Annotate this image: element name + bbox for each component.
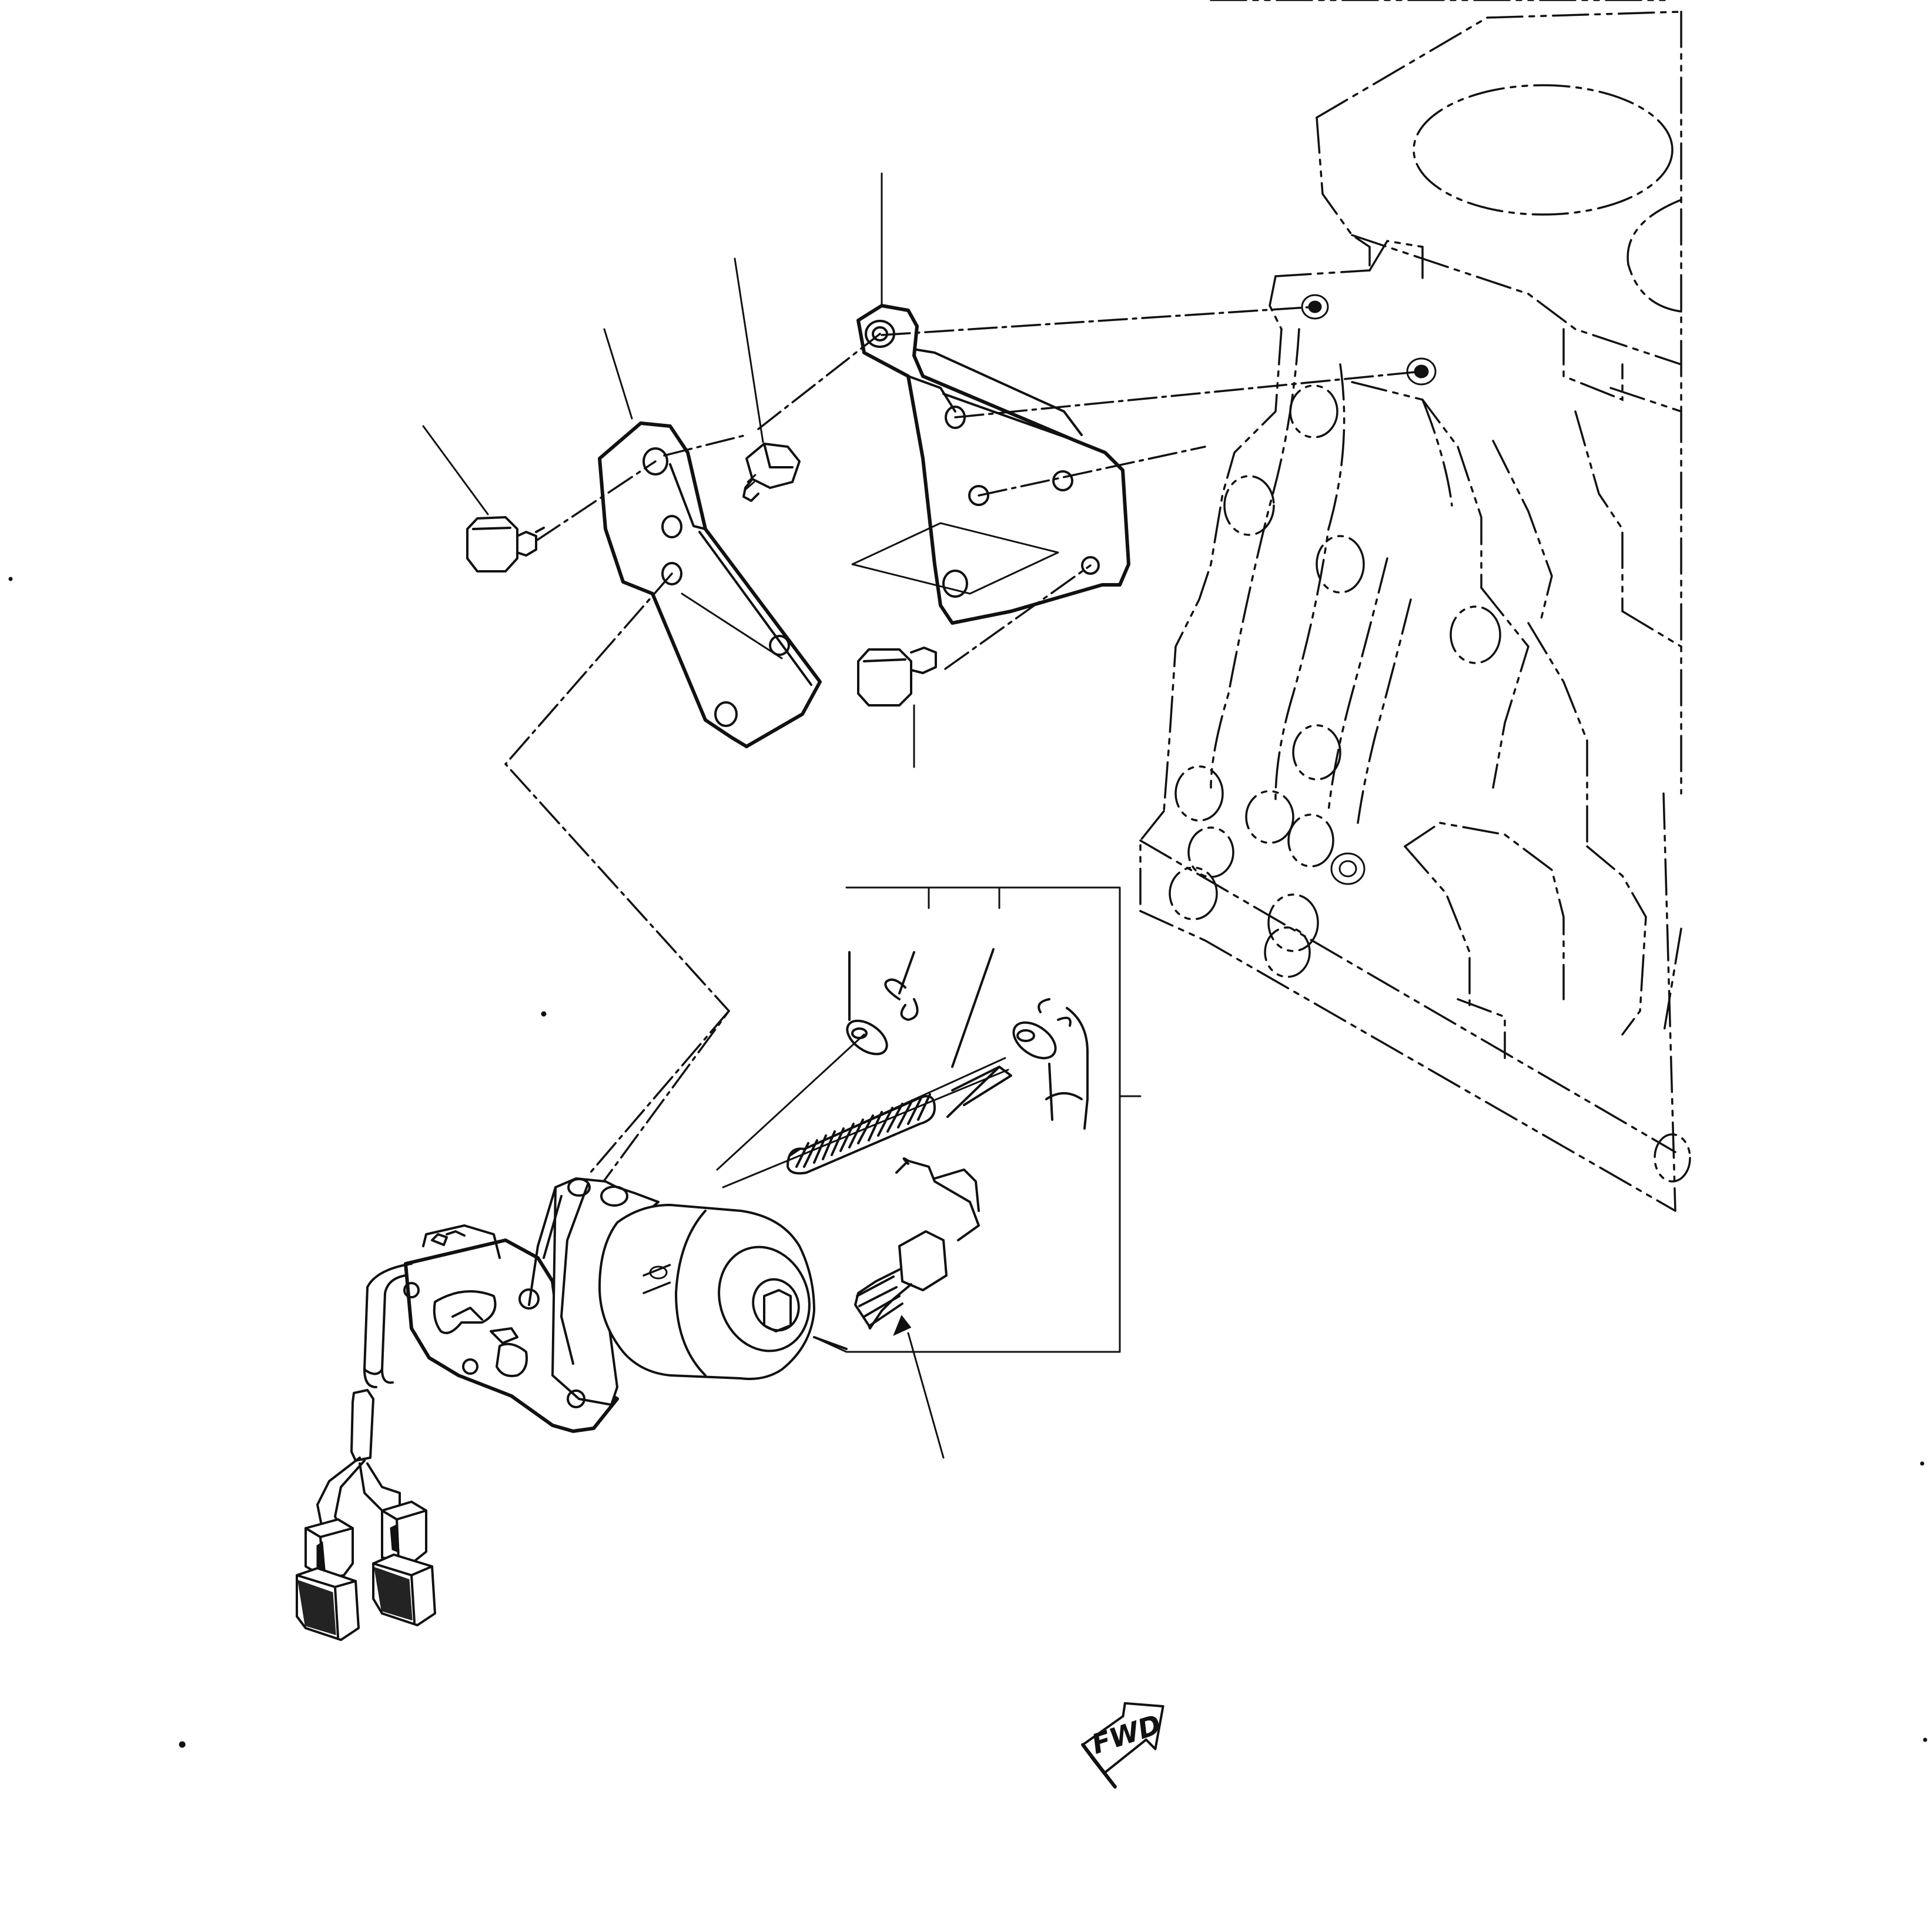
washer-left [846, 1019, 888, 1056]
actuator-rod [854, 1157, 980, 1336]
return-spring [716, 1033, 1012, 1188]
right-bracket [851, 304, 1130, 625]
actuator-motor [403, 1177, 848, 1433]
e-clip-upper [848, 951, 919, 1021]
callout-bracket [813, 886, 1142, 1353]
flange-bolt-left [466, 516, 545, 572]
spring-coil [787, 1093, 936, 1175]
threaded-stud [742, 443, 801, 502]
wire-harness [316, 1263, 413, 1529]
assembly-center-lines [504, 306, 1423, 1212]
leader-lines [422, 172, 945, 1459]
e-clip-lower [1045, 1007, 1089, 1130]
left-bracket [598, 421, 822, 748]
engine-block [1139, 0, 1691, 1212]
fwd-direction-badge: FWD [1081, 1702, 1165, 1789]
connector-plug-right [372, 1501, 436, 1626]
forward-arrow-icon [1081, 1702, 1164, 1789]
connector-plug-left [296, 1518, 360, 1641]
washer-right [951, 948, 1072, 1068]
print-specks [8, 577, 1927, 1748]
flange-bolt-right [857, 647, 937, 706]
